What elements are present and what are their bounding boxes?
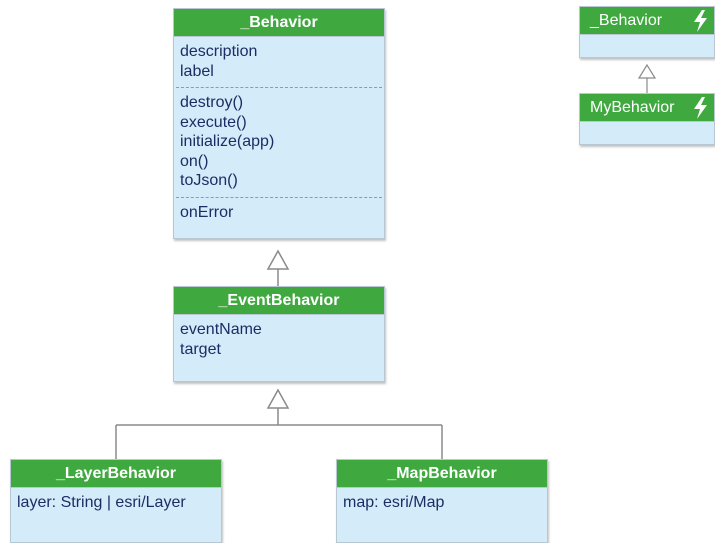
class-event-behavior-properties: eventName target [174,315,384,365]
inheritance-arrow-legend [637,63,657,79]
class-layer-behavior-properties: layer: String | esri/Layer [11,488,221,519]
class-event-behavior-title: _EventBehavior [174,287,384,315]
method-destroy: destroy() [180,94,244,111]
class-map-behavior-title: _MapBehavior [337,460,547,488]
legend-derived-title: MyBehavior [580,94,714,122]
class-behavior-title: _Behavior [174,9,384,37]
lightning-icon [694,97,707,119]
lightning-icon [694,10,707,32]
inheritance-arrow-behavior [266,249,290,270]
class-map-behavior-properties: map: esri/Map [337,488,547,519]
class-behavior: _Behavior description label destroy() ex… [173,8,385,239]
event-onerror: onError [180,203,234,221]
class-behavior-properties: description label [174,37,384,87]
class-event-behavior: _EventBehavior eventName target [173,286,385,382]
legend-derived-name: MyBehavior [590,99,675,116]
property-eventname: eventName [180,321,262,338]
method-on: on() [180,152,209,170]
section-divider [176,87,382,88]
legend-base-box: _Behavior [579,6,715,58]
property-layer: layer: String | esri/Layer [17,494,186,511]
legend-derived-box: MyBehavior [579,93,715,145]
class-map-behavior: _MapBehavior map: esri/Map [336,459,548,543]
class-behavior-events: onError [174,198,384,229]
legend-base-title: _Behavior [580,7,714,35]
inheritance-arrow-event-behavior [266,388,290,409]
method-execute: execute() [180,113,247,131]
method-tojson: toJson() [180,172,238,189]
property-target: target [180,340,221,358]
section-divider [176,196,382,198]
class-behavior-methods: destroy() execute() initialize(app) on()… [174,88,384,197]
method-initialize: initialize(app) [180,133,275,150]
property-description: description [180,43,258,60]
class-layer-behavior-title: _LayerBehavior [11,460,221,488]
class-layer-behavior: _LayerBehavior layer: String | esri/Laye… [10,459,222,543]
property-map: map: esri/Map [343,494,445,511]
legend-base-name: _Behavior [590,12,663,29]
property-label: label [180,62,214,80]
